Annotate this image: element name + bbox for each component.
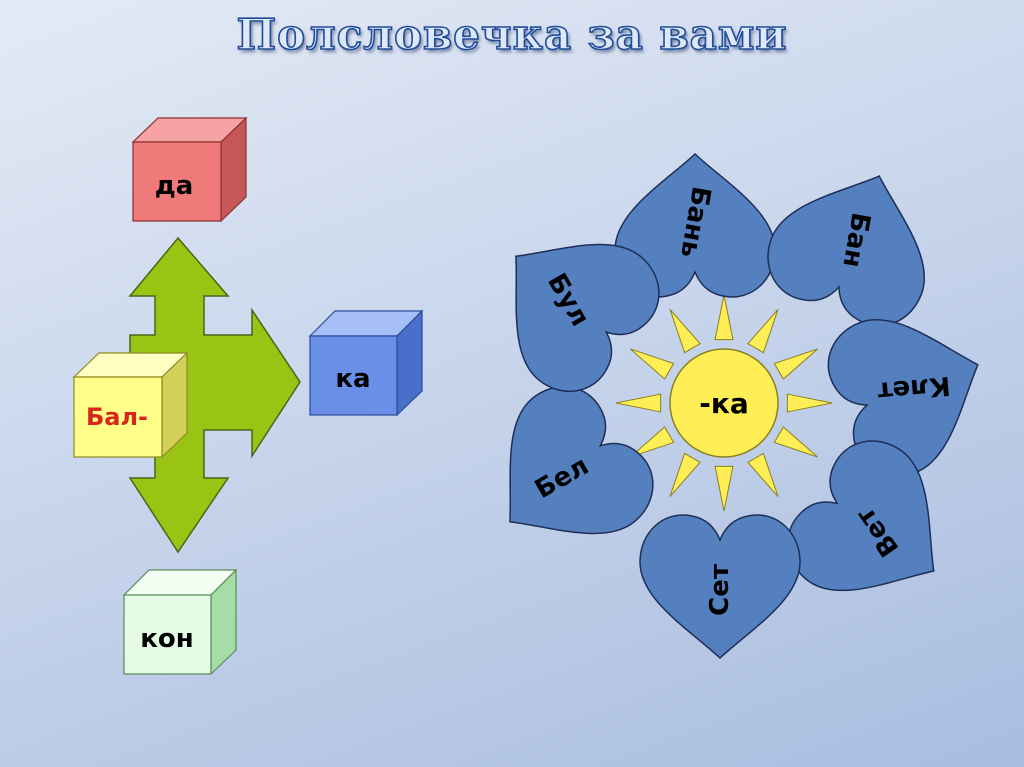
cube-bottom: кон: [122, 568, 238, 676]
sun-center: [669, 348, 779, 458]
sun-ray: [630, 348, 675, 380]
sun-rays: [615, 294, 833, 512]
cube-right-label: ка: [335, 364, 370, 394]
cross-arrow: [128, 236, 301, 554]
petal-heart: Бан: [767, 175, 926, 327]
slide-title: Полсловечка за вами: [236, 9, 788, 60]
sun-ray: [786, 393, 833, 413]
petal-shape: [509, 385, 654, 535]
petal-shape: [639, 514, 801, 660]
petal-shape: [827, 318, 979, 477]
cube-bottom-label: кон: [140, 624, 193, 654]
petal-heart: Сет: [639, 514, 801, 660]
sun-ray: [714, 465, 734, 512]
sun-ray: [615, 393, 662, 413]
petal-heart: Бул: [515, 243, 660, 393]
sun-label: -ка: [699, 387, 749, 420]
sun-ray: [773, 348, 818, 380]
petal-label: Клет: [876, 370, 951, 406]
sun-ray: [630, 426, 675, 458]
sun-ray: [747, 452, 779, 497]
sun-ray: [773, 426, 818, 458]
petal-shape: [767, 175, 926, 327]
petal-heart: Бань: [614, 152, 776, 298]
cube-top-label: да: [155, 171, 194, 201]
petal-heart: Бел: [509, 385, 654, 535]
cube-left-label: Бал-: [86, 403, 148, 431]
sun-ray: [669, 452, 701, 497]
sun-ray: [669, 309, 701, 354]
petal-heart: Вет: [787, 440, 935, 592]
petal-shape: [515, 243, 660, 393]
cube-right: ка: [308, 309, 424, 417]
sun-ray: [747, 309, 779, 354]
petal-shape: [787, 440, 935, 592]
cube-left: Бал-: [72, 351, 189, 459]
petal-label: Сет: [705, 564, 735, 616]
sun-ray: [714, 294, 734, 341]
petal-heart: Клет: [827, 318, 979, 477]
cube-top: да: [131, 116, 248, 223]
